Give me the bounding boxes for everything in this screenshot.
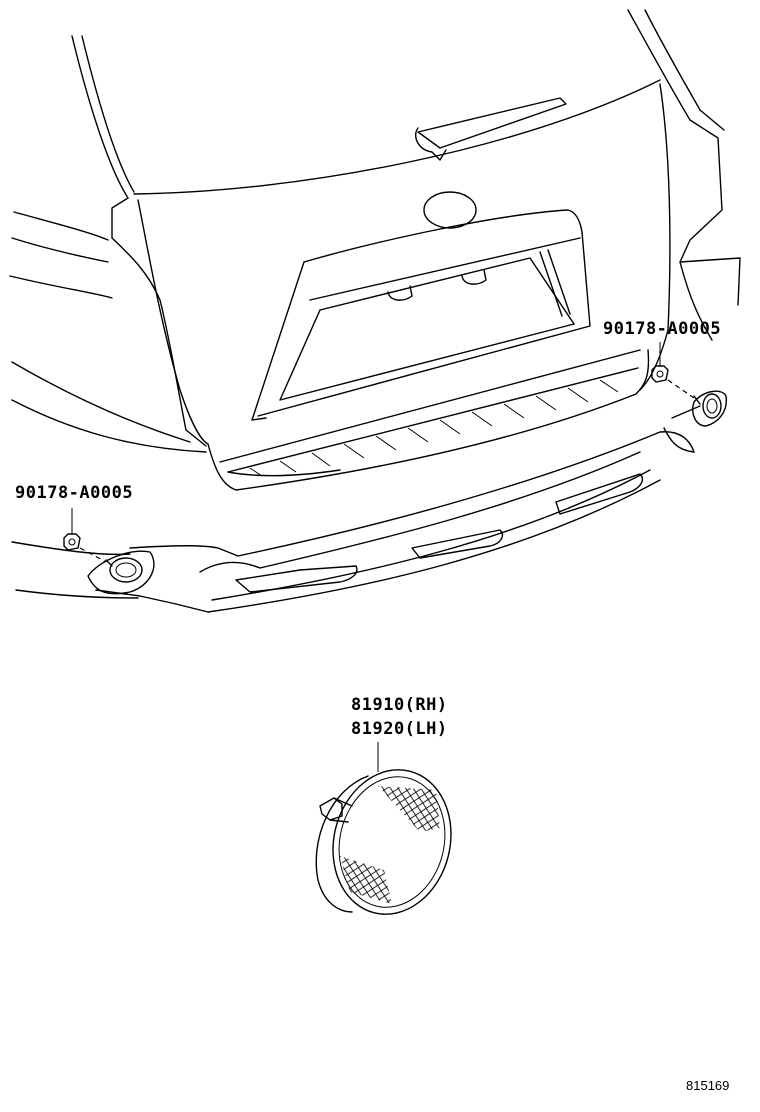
- nut-right: [651, 342, 701, 405]
- callout-reflector-rh: 81910(RH): [351, 695, 448, 715]
- callout-reflector-lh: 81920(LH): [351, 719, 448, 739]
- callout-nut-right: 90178-A0005: [603, 319, 721, 339]
- scuff-plate-hatch: [249, 379, 619, 477]
- vehicle-rear-body: [9, 9, 741, 491]
- callout-nut-left: 90178-A0005: [15, 483, 133, 503]
- rear-bumper: [11, 390, 727, 613]
- reflector-part: [315, 742, 452, 915]
- nut-left: [63, 508, 113, 567]
- illustration-code: 815169: [686, 1078, 729, 1093]
